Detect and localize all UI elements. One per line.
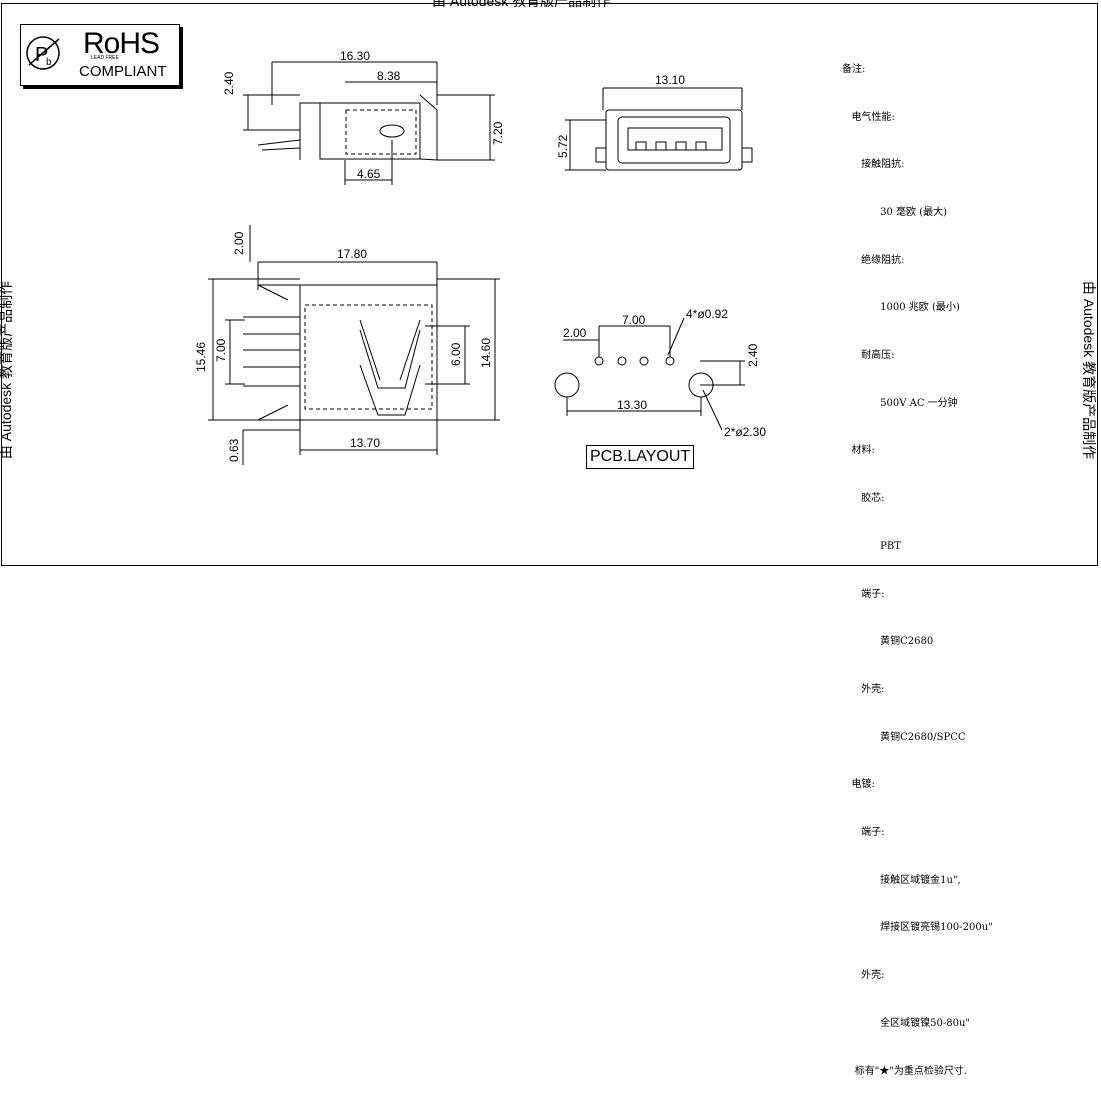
dim-front-height: 5.72	[556, 134, 570, 158]
note-line: 外壳:	[842, 970, 885, 982]
note-line: 耐高压:	[842, 350, 895, 362]
dim-pcb-hole: 4*ø0.92	[686, 307, 728, 321]
note-line: 端子:	[842, 827, 885, 839]
note-line: 接触区域镀金1u",	[842, 874, 961, 886]
note-line: 黄铜C2680/SPCC	[842, 731, 966, 743]
dim-top-right: 14.60	[479, 338, 493, 368]
note-line: 500V AC 一分钟	[842, 397, 958, 409]
dim-pcb-peg-span: 13.30	[617, 398, 647, 412]
note-line: 胶芯:	[842, 493, 885, 505]
rohs-subtitle: COMPLIANT	[79, 63, 167, 80]
side-view	[243, 61, 495, 185]
note-line: 黄铜C2680	[842, 636, 934, 648]
pcb-layout-label: PCB.LAYOUT	[586, 445, 695, 469]
note-line: PBT	[842, 540, 901, 552]
dim-side-height-left: 2.40	[222, 71, 236, 95]
dim-top-width: 17.80	[337, 247, 367, 261]
dim-top-left-bottom: 0.63	[227, 438, 241, 462]
dim-pcb-span: 7.00	[622, 313, 646, 327]
top-view	[208, 225, 500, 465]
lead-free-text: LEAD FREE	[91, 55, 119, 61]
dim-pcb-peg: 2*ø2.30	[724, 425, 766, 439]
dim-side-height-right: 7.20	[491, 121, 505, 145]
rohs-badge: P b RoHS LEAD FREE COMPLIANT	[20, 24, 180, 86]
dim-side-total: 16.30	[340, 49, 370, 63]
note-line: 绝缘阻抗:	[842, 254, 905, 266]
note-line: 焊接区镀亮锡100-200u"	[842, 922, 993, 934]
note-line: 备注:	[842, 63, 866, 75]
note-line: 外壳:	[842, 683, 885, 695]
dim-front-width: 13.10	[655, 73, 685, 87]
drawing-frame	[1, 3, 1098, 566]
note-line: 材料:	[842, 445, 875, 457]
pcb-layout	[554, 317, 745, 431]
dim-top-left-inner: 7.00	[214, 338, 228, 362]
svg-text:b: b	[46, 57, 52, 68]
note-line: 全区域镀镍50-80u"	[842, 1017, 971, 1029]
dim-side-inner: 8.38	[377, 69, 401, 83]
dim-top-left-total: 15.46	[194, 342, 208, 372]
note-line: 标有"★"为重点检验尺寸.	[842, 1065, 968, 1077]
note-line: 接触阻抗:	[842, 159, 905, 171]
note-line: 1000 兆欧 (最小)	[842, 302, 960, 314]
lead-free-icon: P b	[26, 36, 60, 70]
note-line: 端子:	[842, 588, 885, 600]
dim-side-bottom: 4.65	[357, 167, 381, 181]
notes-block: 备注: 电气性能: 接触阻抗: 30 毫欧 (最大) 绝缘阻抗: 1000 兆欧…	[842, 30, 993, 1095]
dim-pcb-pitch: 2.00	[563, 326, 587, 340]
note-line: 30 毫欧 (最大)	[842, 206, 948, 218]
watermark-top: 由 Autodesk 教育版产品制作	[432, 0, 611, 9]
dim-top-left-top: 2.00	[232, 231, 246, 255]
note-line: 电气性能:	[842, 111, 895, 123]
technical-drawing: 16.30 8.38 4.65 2.40 7.20 13.10 5.72 17.…	[194, 49, 766, 465]
dim-pcb-vert: 2.40	[746, 343, 760, 367]
front-view	[565, 87, 753, 171]
dim-top-bottom: 13.70	[350, 436, 380, 450]
dim-top-inner: 6.00	[449, 342, 463, 366]
rohs-title: RoHS	[83, 27, 160, 60]
note-line: 电镀:	[842, 779, 875, 791]
